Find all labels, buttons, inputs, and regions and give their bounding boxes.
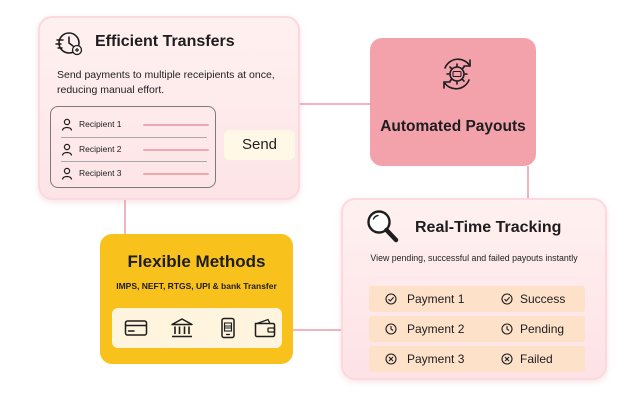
connector-payouts-tracking [527, 166, 529, 198]
card-icon [124, 320, 148, 336]
efficient-transfers-card: Efficient Transfers Send payments to mul… [38, 16, 300, 200]
real-time-tracking-title: Real-Time Tracking [415, 219, 562, 236]
magnifier-icon [367, 210, 399, 243]
person-icon [61, 167, 73, 180]
recipient-amount-line [143, 173, 209, 175]
recipient-amount-line [143, 124, 209, 126]
payment-status-row[interactable]: Payment 2 Pending [369, 316, 585, 342]
status-label: Success [520, 292, 566, 306]
recipient-label: Recipient 3 [79, 168, 122, 178]
wallet-icon [254, 318, 276, 338]
clock-icon [501, 323, 513, 335]
recipient-label: Recipient 2 [79, 144, 122, 154]
flexible-methods-title: Flexible Methods [127, 252, 266, 271]
payment-status-row[interactable]: Payment 3 Failed [369, 346, 585, 372]
recipient-divider [61, 137, 207, 138]
payment-methods-strip [112, 308, 282, 348]
flexible-methods-card: Flexible Methods IMPS, NEFT, RTGS, UPI &… [100, 234, 293, 364]
efficient-transfers-description: Send payments to multiple receipients at… [57, 69, 275, 96]
recipient-amount-line [143, 149, 209, 151]
status-label: Failed [520, 352, 553, 366]
automated-payouts-card: Automated Payouts [370, 38, 536, 166]
recipient-row[interactable]: Recipient 2 [61, 143, 211, 157]
person-icon [61, 143, 73, 156]
payment-label: Payment 2 [407, 322, 465, 336]
recipient-divider [61, 161, 207, 162]
clock-icon [385, 323, 397, 335]
x-circle-icon [385, 353, 397, 365]
automated-payouts-title: Automated Payouts [380, 118, 526, 135]
bank-icon [171, 318, 193, 338]
upi-phone-icon [221, 317, 235, 339]
x-circle-icon [501, 353, 513, 365]
recipient-label: Recipient 1 [79, 119, 122, 129]
flexible-methods-subtitle: IMPS, NEFT, RTGS, UPI & bank Transfer [116, 281, 277, 291]
connector-transfers-payouts [300, 103, 370, 105]
payment-status-row[interactable]: Payment 1 Success [369, 286, 585, 312]
connector-methods-tracking [293, 329, 341, 331]
efficient-transfers-title: Efficient Transfers [95, 33, 235, 50]
recipient-list: Recipient 1 Recipient 2 Recipient 3 [50, 106, 216, 188]
real-time-tracking-description: View pending, successful and failed payo… [370, 253, 578, 263]
status-label: Pending [520, 322, 565, 336]
gear-cycle-icon [443, 58, 471, 90]
clock-transfer-icon [55, 32, 83, 56]
payment-label: Payment 1 [407, 292, 465, 306]
send-button[interactable]: Send [224, 130, 295, 160]
check-circle-icon [385, 293, 397, 305]
recipient-row[interactable]: Recipient 1 [61, 118, 211, 132]
person-icon [61, 118, 73, 131]
recipient-row[interactable]: Recipient 3 [61, 167, 211, 181]
check-circle-icon [501, 293, 513, 305]
connector-transfers-methods [124, 200, 126, 234]
real-time-tracking-card: Real-Time Tracking View pending, success… [341, 198, 607, 380]
payment-label: Payment 3 [407, 352, 465, 366]
